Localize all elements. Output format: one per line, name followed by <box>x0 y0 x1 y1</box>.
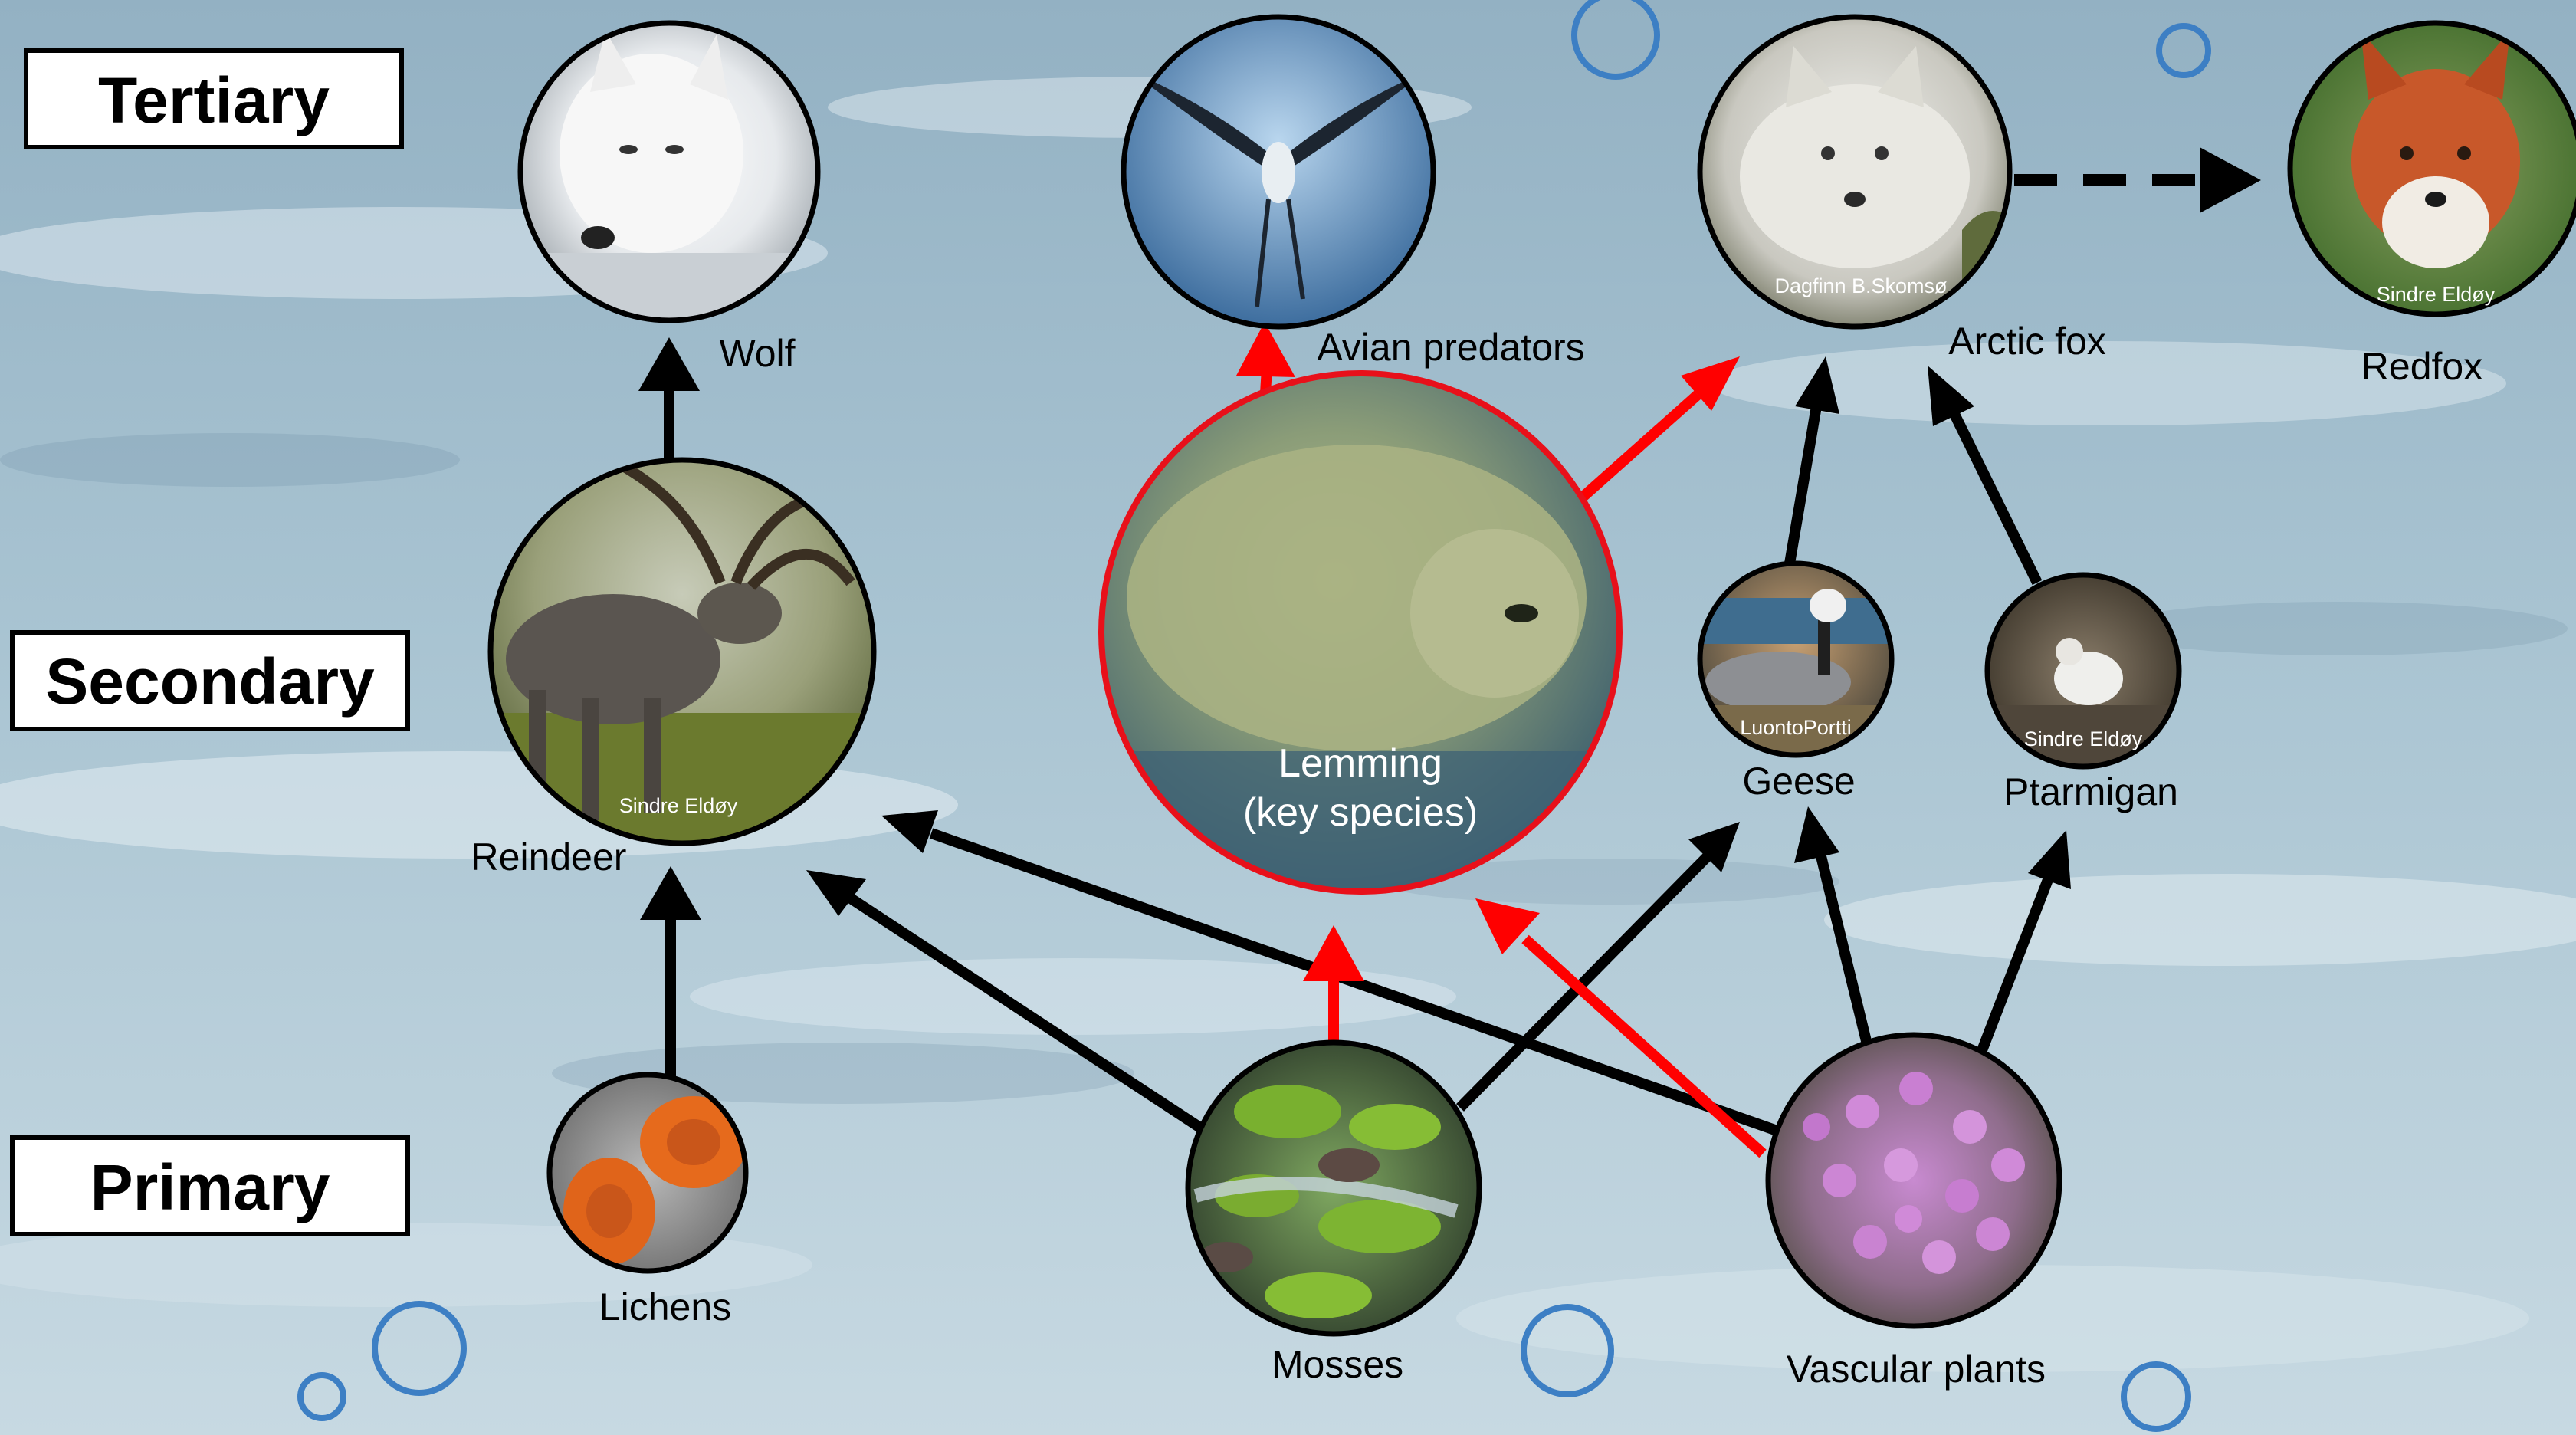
vascular-plants-label: Vascular plants <box>1787 1348 2046 1391</box>
wolf-label: Wolf <box>719 332 795 375</box>
ptarmigan-label: Ptarmigan <box>2003 770 2178 813</box>
lemming-label: Lemming <box>1278 741 1442 786</box>
reindeer-photo-credit: Sindre Eldøy <box>619 794 738 817</box>
arctic-fox-photo-credit: Dagfinn B.Skomsø <box>1774 274 1947 297</box>
reindeer-label: Reindeer <box>471 836 627 878</box>
lichens-label: Lichens <box>599 1286 731 1328</box>
redfox-label: Redfox <box>2361 345 2482 388</box>
mosses-label: Mosses <box>1272 1343 1403 1386</box>
arctic-fox-label: Arctic fox <box>1948 320 2106 363</box>
level-tertiary: Tertiary <box>26 51 402 147</box>
level-secondary: Secondary <box>12 632 408 729</box>
redfox-photo-credit: Sindre Eldøy <box>2377 283 2496 306</box>
level-tertiary-label: Tertiary <box>98 64 330 136</box>
ptarmigan-photo-credit: Sindre Eldøy <box>2024 727 2143 750</box>
geese-photo-credit: LuontoPortti <box>1740 716 1852 739</box>
level-primary: Primary <box>12 1138 408 1234</box>
node-ptarmigan: Sindre Eldøy Ptarmigan <box>1987 575 2179 813</box>
geese-label: Geese <box>1742 760 1855 803</box>
level-secondary-label: Secondary <box>45 645 375 718</box>
avian-predators-label: Avian predators <box>1317 326 1584 369</box>
level-primary-label: Primary <box>90 1151 330 1223</box>
lemming-key-species-label: (key species) <box>1243 790 1478 835</box>
